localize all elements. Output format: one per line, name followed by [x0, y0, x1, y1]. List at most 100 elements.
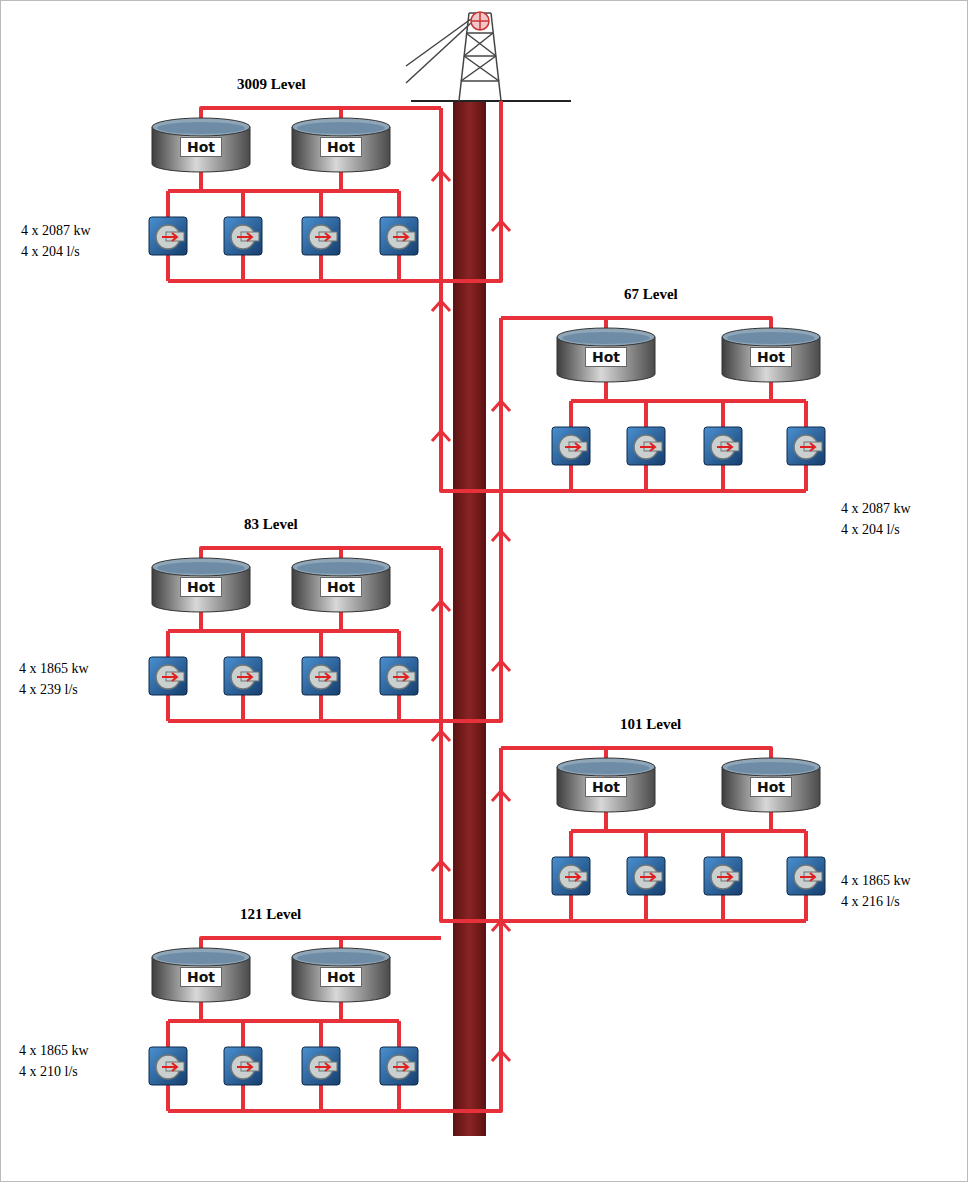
pump-icon — [149, 217, 187, 255]
pump-arrow — [237, 233, 252, 241]
pump-arrow — [393, 673, 408, 681]
tank-top — [292, 558, 390, 576]
tank-water — [562, 332, 650, 344]
pump-body — [302, 1047, 340, 1085]
headframe — [406, 12, 571, 101]
pump-body — [302, 217, 340, 255]
pipe — [201, 548, 441, 560]
tank-label: Hot — [180, 967, 222, 987]
pump-flow: 4 x 204 l/s — [841, 522, 900, 538]
level-title: 67 Level — [624, 286, 678, 303]
flow-arrow — [492, 401, 510, 411]
pump-power: 4 x 1865 kw — [19, 661, 89, 677]
pump-arrow — [565, 443, 580, 451]
pump-arrow — [565, 873, 580, 881]
pump-flow: 4 x 216 l/s — [841, 894, 900, 910]
pump-body — [787, 857, 825, 895]
flow-arrow — [432, 171, 450, 181]
pump-arrow — [315, 673, 330, 681]
flow-arrow — [492, 791, 510, 801]
pump-body — [224, 217, 262, 255]
tank-water — [297, 562, 385, 574]
pipe — [201, 938, 441, 950]
pump-impeller — [156, 1055, 180, 1079]
tank-water — [727, 762, 815, 774]
pump-body — [380, 657, 418, 695]
pipe — [571, 919, 806, 923]
pump-power: 4 x 1865 kw — [841, 873, 911, 889]
pump-body — [149, 1047, 187, 1085]
pump-arrow — [315, 233, 330, 241]
pump-icon — [302, 1047, 340, 1085]
flow-arrow — [432, 601, 450, 611]
pump-impeller — [387, 1055, 411, 1079]
pump-icon — [552, 427, 590, 465]
pump-icon — [787, 857, 825, 895]
pump-body — [224, 1047, 262, 1085]
pipe — [168, 1109, 399, 1113]
pump-flow: 4 x 239 l/s — [19, 682, 78, 698]
tank-label: Hot — [320, 137, 362, 157]
pipe — [168, 629, 399, 633]
level-title: 3009 Level — [237, 76, 306, 93]
pump-power: 4 x 2087 kw — [21, 223, 91, 239]
hot-tank: Hot — [556, 756, 656, 814]
tank-top — [557, 328, 655, 346]
pump-icon — [224, 1047, 262, 1085]
pump-impeller — [387, 225, 411, 249]
tank-label: Hot — [180, 577, 222, 597]
tank-top — [722, 758, 820, 776]
hot-tank: Hot — [291, 946, 391, 1004]
pump-impeller — [309, 665, 333, 689]
pump-body — [302, 657, 340, 695]
pump-impeller — [309, 1055, 333, 1079]
tank-top — [152, 948, 250, 966]
level-title: 101 Level — [620, 716, 681, 733]
pump-impeller — [711, 435, 735, 459]
pipe — [769, 810, 773, 831]
pump-icon — [704, 857, 742, 895]
pump-arrow — [162, 1063, 177, 1071]
hot-tank: Hot — [721, 326, 821, 384]
pump-icon — [224, 657, 262, 695]
pump-icon — [704, 427, 742, 465]
pump-impeller — [231, 665, 255, 689]
pump-impeller — [387, 665, 411, 689]
pump-body — [787, 427, 825, 465]
pump-icon — [627, 427, 665, 465]
pump-arrow — [717, 873, 732, 881]
tank-top — [292, 118, 390, 136]
tank-top — [292, 948, 390, 966]
tank-top — [722, 328, 820, 346]
pump-body — [627, 857, 665, 895]
tank-top — [152, 558, 250, 576]
pump-icon — [380, 1047, 418, 1085]
pump-impeller — [309, 225, 333, 249]
tank-label: Hot — [750, 347, 792, 367]
pump-power: 4 x 1865 kw — [19, 1043, 89, 1059]
pump-arrow — [640, 873, 655, 881]
flow-arrow — [492, 661, 510, 671]
pipe — [199, 170, 203, 191]
pump-icon — [149, 657, 187, 695]
pipe — [501, 748, 771, 760]
flow-arrow — [432, 301, 450, 311]
pump-body — [224, 657, 262, 695]
tank-water — [297, 122, 385, 134]
pump-impeller — [156, 225, 180, 249]
pump-arrow — [393, 233, 408, 241]
pump-impeller — [711, 865, 735, 889]
pump-arrow — [800, 443, 815, 451]
hot-tank: Hot — [291, 116, 391, 174]
pipe — [199, 610, 203, 631]
flow-arrow — [492, 1051, 510, 1061]
pipe — [571, 399, 806, 403]
pump-flow: 4 x 210 l/s — [19, 1064, 78, 1080]
hot-tank: Hot — [291, 556, 391, 614]
tank-label: Hot — [585, 347, 627, 367]
mine-shaft — [453, 101, 486, 1136]
pipe — [168, 1019, 399, 1023]
tank-label: Hot — [180, 137, 222, 157]
